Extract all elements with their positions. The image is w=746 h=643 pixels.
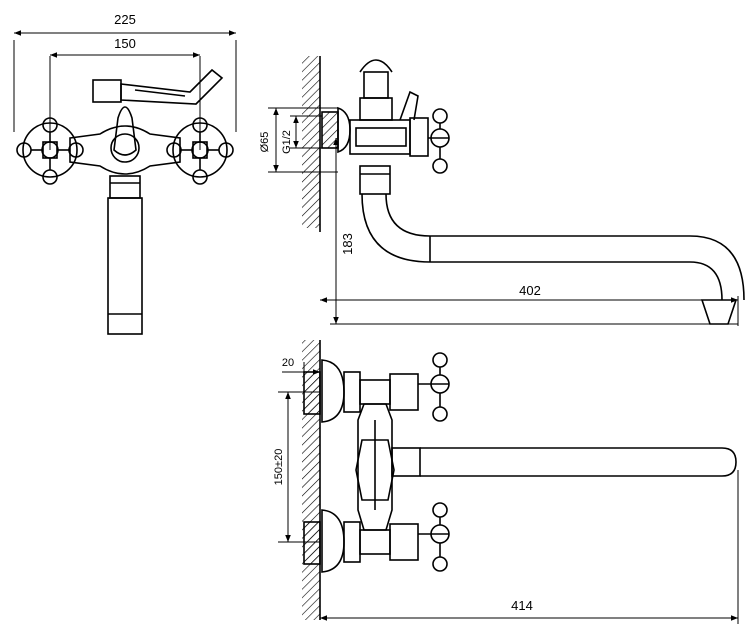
dimension-phi65 xyxy=(268,107,338,173)
front-view: 225 150 xyxy=(13,12,237,335)
side-cross-handle xyxy=(428,108,450,174)
top-upper-cross-handle xyxy=(418,352,450,422)
dim-label-402: 402 xyxy=(519,283,541,298)
mixer-body xyxy=(69,106,181,175)
dimension-414 xyxy=(320,470,739,624)
left-cross-handle xyxy=(16,117,84,185)
spout-front xyxy=(107,175,143,335)
dimension-20 xyxy=(282,362,320,375)
wall-side xyxy=(302,56,321,232)
dimension-150-20 xyxy=(278,391,320,543)
dimension-225 xyxy=(13,30,237,132)
dim-label-20: 20 xyxy=(282,357,294,369)
dim-label-150-20: 150±20 xyxy=(273,449,285,486)
diverter-lever xyxy=(92,68,224,105)
dim-label-414: 414 xyxy=(511,598,533,613)
dim-label-225: 225 xyxy=(114,12,136,27)
dim-label-183: 183 xyxy=(340,233,355,255)
dim-label-phi65: Ø65 xyxy=(259,132,271,153)
top-view xyxy=(278,340,739,624)
dim-label-150: 150 xyxy=(114,36,136,51)
right-cross-handle xyxy=(166,117,234,185)
side-view xyxy=(268,56,745,326)
dimension-402 xyxy=(320,296,739,326)
top-lower-cross-handle xyxy=(418,502,450,572)
dim-label-g12: G1/2 xyxy=(281,130,293,154)
